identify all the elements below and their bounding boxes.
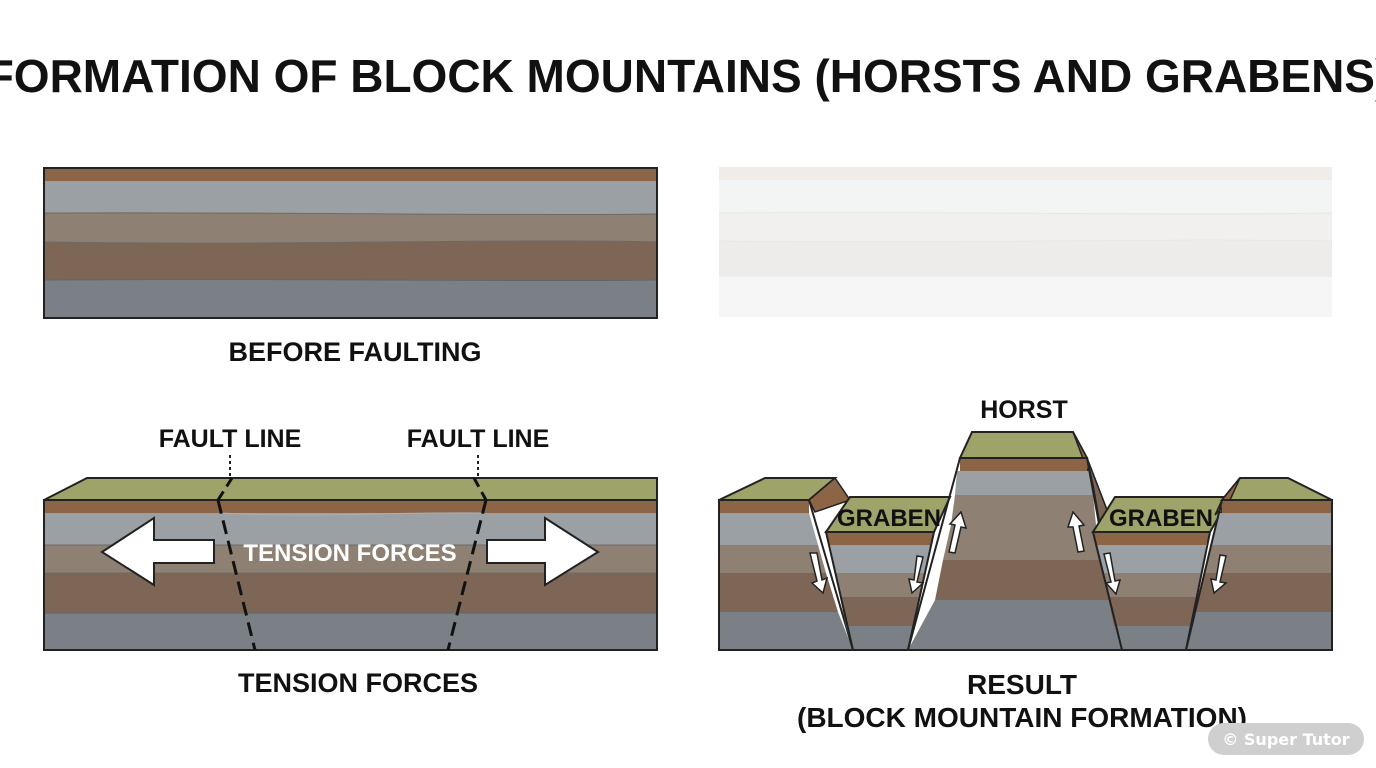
before-faulting-caption: BEFORE FAULTING <box>229 337 482 367</box>
right-tension-arrow <box>486 516 600 587</box>
diagram-title: FORMATION OF BLOCK MOUNTAINS (HORSTS AND… <box>0 50 1376 102</box>
down-arrow-1 <box>809 552 829 595</box>
down-arrow-3 <box>1103 552 1122 596</box>
down-arrow-4 <box>1210 554 1228 595</box>
up-arrow-2 <box>1066 510 1086 553</box>
up-arrow-1 <box>948 510 968 554</box>
fault-line-label-left: FAULT LINE <box>159 425 302 453</box>
horst-label: HORST <box>980 396 1068 424</box>
left-tension-arrow <box>100 516 215 587</box>
watermark-text: © Super Tutor <box>1222 730 1349 749</box>
result-caption-line2: (BLOCK MOUNTAIN FORMATION) <box>797 702 1247 733</box>
result-caption-line1: RESULT <box>967 669 1077 700</box>
down-arrow-2 <box>908 555 925 595</box>
fault-line-label-right: FAULT LINE <box>407 425 550 453</box>
before-faulting-block <box>43 167 658 319</box>
watermark-badge <box>1208 723 1364 755</box>
faded-block <box>718 167 1333 317</box>
tension-forces-caption: TENSION FORCES <box>238 668 478 698</box>
graben-label-right: GRABEN <box>1109 505 1213 532</box>
result-block <box>718 431 1333 651</box>
graben-label-left: GRABEN <box>837 505 941 532</box>
tension-forces-center-text: TENSION FORCES <box>243 540 456 567</box>
